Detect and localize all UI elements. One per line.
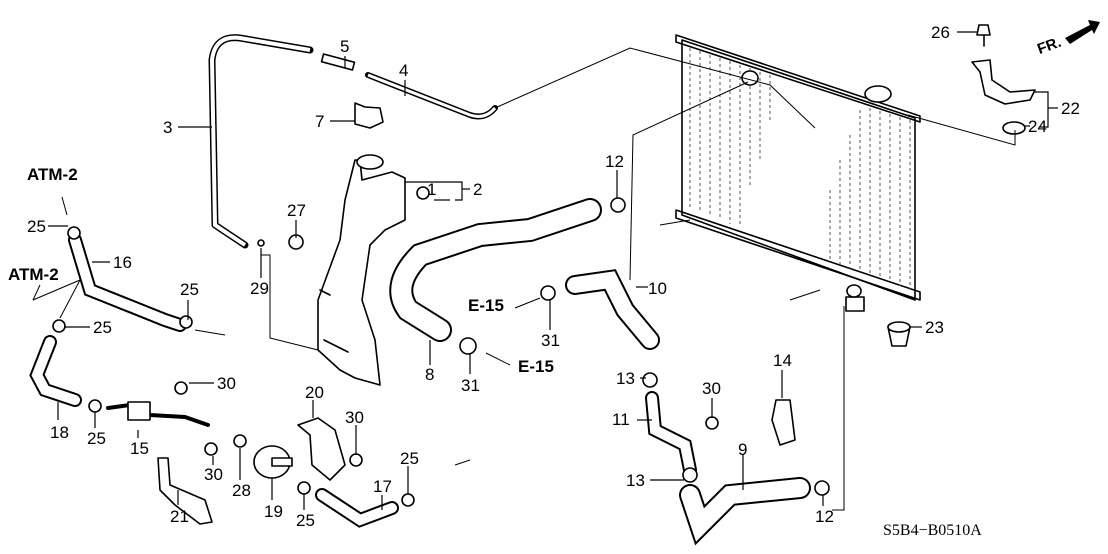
- callout-9[interactable]: 9: [738, 440, 748, 459]
- callout-13[interactable]: 13: [626, 471, 645, 490]
- callout-31[interactable]: 31: [461, 376, 480, 395]
- callout-12[interactable]: 12: [815, 507, 834, 526]
- callout-18[interactable]: 18: [50, 423, 69, 442]
- reference-atm2[interactable]: ATM-2: [8, 265, 59, 284]
- reference-e15[interactable]: E-15: [468, 296, 504, 315]
- callout-3[interactable]: 3: [163, 118, 173, 137]
- callout-28[interactable]: 28: [232, 481, 251, 500]
- callout-14[interactable]: 14: [773, 351, 792, 370]
- callout-30[interactable]: 30: [345, 408, 364, 427]
- callout-11[interactable]: 11: [612, 410, 630, 429]
- radiator: [675, 34, 921, 312]
- callout-25[interactable]: 25: [27, 217, 46, 236]
- callout-29[interactable]: 29: [250, 279, 269, 298]
- callout-27[interactable]: 27: [287, 201, 306, 220]
- reference-e15[interactable]: E-15: [518, 357, 554, 376]
- callout-23[interactable]: 23: [925, 318, 944, 337]
- front-arrow-icon: [1065, 20, 1100, 44]
- callout-21[interactable]: 21: [170, 507, 189, 526]
- callout-30[interactable]: 30: [702, 379, 721, 398]
- callout-31[interactable]: 31: [541, 331, 560, 350]
- reserve-tank: [317, 154, 406, 386]
- callout-12[interactable]: 12: [605, 152, 624, 171]
- callout-25[interactable]: 25: [296, 511, 315, 530]
- callout-2[interactable]: 2: [473, 180, 483, 199]
- callout-13[interactable]: 13: [616, 369, 635, 388]
- callout-7[interactable]: 7: [315, 112, 325, 131]
- callout-8[interactable]: 8: [425, 365, 435, 384]
- callout-20[interactable]: 20: [305, 383, 324, 402]
- callout-10[interactable]: 10: [648, 279, 667, 298]
- callout-25[interactable]: 25: [180, 280, 199, 299]
- callout-30[interactable]: 30: [217, 374, 236, 393]
- callout-30[interactable]: 30: [204, 465, 223, 484]
- callout-26[interactable]: 26: [931, 23, 950, 42]
- callout-15[interactable]: 15: [130, 439, 149, 458]
- callout-16[interactable]: 16: [113, 253, 132, 272]
- callout-25[interactable]: 25: [400, 449, 419, 468]
- diagram-code: S5B4−B0510A: [883, 522, 982, 539]
- reference-atm2[interactable]: ATM-2: [27, 165, 78, 184]
- callout-1[interactable]: 1: [427, 180, 437, 199]
- callout-25[interactable]: 25: [93, 318, 112, 337]
- callout-5[interactable]: 5: [340, 37, 350, 56]
- callout-17[interactable]: 17: [373, 477, 392, 496]
- callout-4[interactable]: 4: [399, 61, 409, 80]
- callout-25[interactable]: 25: [87, 429, 106, 448]
- callout-19[interactable]: 19: [264, 502, 283, 521]
- callout-22[interactable]: 22: [1061, 99, 1080, 118]
- callout-24[interactable]: 24: [1028, 117, 1047, 136]
